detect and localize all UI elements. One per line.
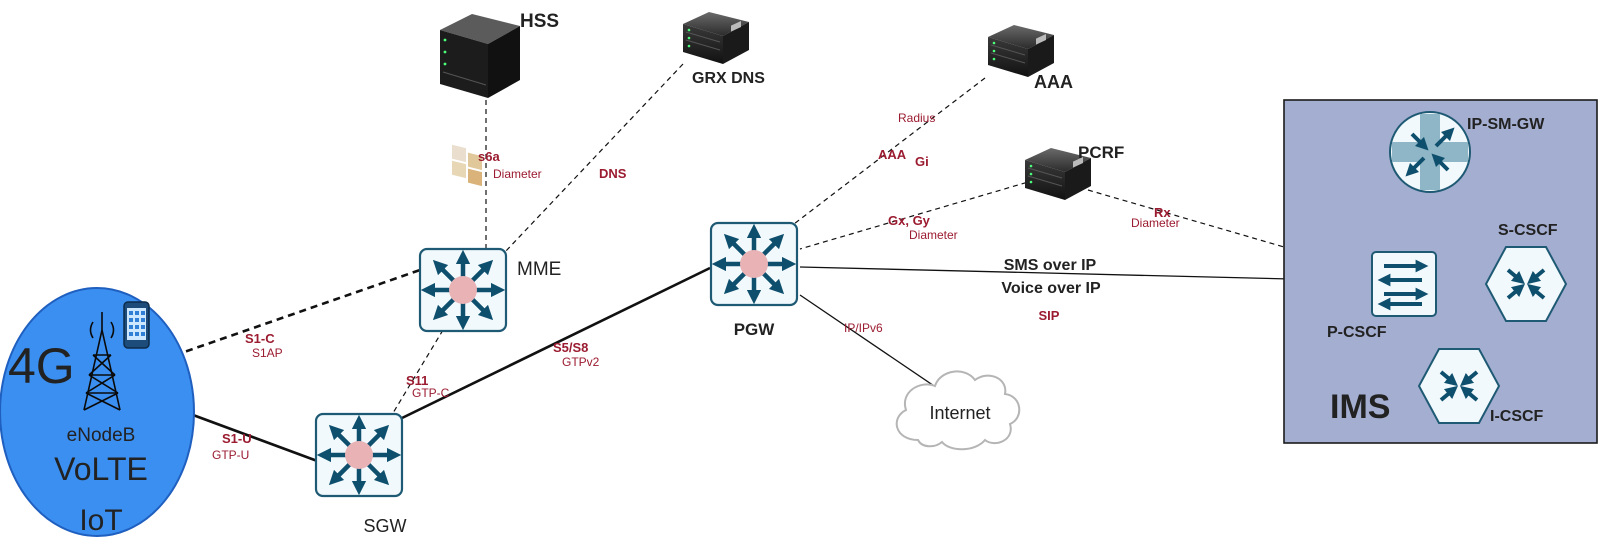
link-s5s8	[401, 266, 711, 420]
aaa-node: AAA	[987, 24, 1073, 92]
iface-radius: Radius	[898, 111, 935, 125]
iface-s1ap: S1AP	[252, 346, 283, 360]
label-pgw: PGW	[734, 320, 776, 339]
sgw-node: SGW	[316, 414, 407, 536]
iface-ip-ipv6: IP/IPv6	[844, 321, 883, 335]
s-cscf-node: S-CSCF	[1486, 222, 1566, 321]
cloud-icon	[895, 370, 1021, 451]
mme-router-icon	[420, 249, 506, 331]
link-dns	[504, 63, 684, 253]
cell-tower-icon	[83, 312, 121, 411]
label-sgw: SGW	[364, 516, 407, 536]
sgw-router-icon	[316, 414, 402, 496]
label-ip-sm-gw: IP-SM-GW	[1467, 116, 1545, 133]
iface-gi: Gi	[915, 154, 929, 169]
ip-sm-gw-icon	[1389, 111, 1471, 193]
hss-node: HSS	[440, 11, 559, 187]
ims-domain: IMS IP-SM-GW S-CSCF	[1283, 99, 1598, 444]
interface-labels: S1-C S1AP S1-U GTP-U S11 GTP-C S5/S8 GTP…	[212, 111, 1180, 462]
hss-server-icon	[440, 14, 520, 187]
p-cscf-switch-icon	[1371, 251, 1437, 317]
label-p-cscf: P-CSCF	[1327, 324, 1387, 341]
label-pcrf: PCRF	[1078, 143, 1124, 162]
access-ellipse	[0, 287, 195, 537]
label-ims: IMS	[1330, 388, 1390, 426]
iface-sip: SIP	[1039, 308, 1060, 323]
iface-gtpv2: GTPv2	[562, 355, 600, 369]
smartphone-icon	[123, 301, 150, 349]
iface-s5s8: S5/S8	[553, 340, 588, 355]
pgw-node: PGW	[711, 223, 797, 339]
label-iot: IoT	[79, 504, 122, 537]
p-cscf-node: P-CSCF	[1327, 251, 1437, 341]
iface-aaa: AAA	[878, 147, 907, 162]
iface-rx-proto: Diameter	[1131, 216, 1180, 230]
link-ip	[799, 294, 944, 393]
label-aaa: AAA	[1034, 72, 1073, 92]
label-enodeb: eNodeB	[67, 425, 136, 446]
grx-dns-node: GRX DNS	[682, 11, 765, 87]
iface-gtpc: GTP-C	[412, 386, 450, 400]
iface-rx: Rx	[1154, 205, 1171, 220]
pcrf-node: PCRF	[1024, 143, 1124, 201]
label-4g: 4G	[8, 338, 75, 394]
label-s-cscf: S-CSCF	[1498, 222, 1558, 239]
label-hss: HSS	[520, 11, 559, 32]
label-grx-dns: GRX DNS	[692, 70, 765, 87]
label-i-cscf: I-CSCF	[1490, 408, 1544, 425]
iface-sms-over-ip: SMS over IP	[1004, 257, 1097, 274]
link-aaa	[789, 77, 986, 228]
label-volte: VoLTE	[54, 451, 148, 487]
iface-s6a: s6a	[478, 149, 500, 164]
aaa-server-icon	[987, 24, 1055, 78]
grx-dns-server-icon	[682, 11, 750, 65]
iface-voice-over-ip: Voice over IP	[1001, 280, 1101, 297]
access-network: 4G eNodeB	[0, 287, 195, 537]
iface-s1c: S1-C	[245, 331, 275, 346]
internet-node: Internet	[895, 370, 1021, 451]
iface-dns: DNS	[599, 166, 627, 181]
label-internet: Internet	[929, 403, 990, 423]
mme-node: MME	[420, 249, 561, 331]
iface-gtpu: GTP-U	[212, 448, 249, 462]
iface-s6a-proto: Diameter	[493, 167, 542, 181]
iface-gxgy: Gx, Gy	[888, 213, 931, 228]
pgw-router-icon	[711, 223, 797, 305]
link-s11	[389, 329, 444, 419]
link-gxgy	[799, 179, 1036, 250]
ip-sm-gw-node: IP-SM-GW	[1389, 111, 1545, 193]
iface-s1u: S1-U	[222, 431, 252, 446]
iface-s11: S11	[406, 373, 428, 388]
i-cscf-node: I-CSCF	[1419, 349, 1544, 425]
label-mme: MME	[517, 259, 561, 280]
iface-gxgy-proto: Diameter	[909, 228, 958, 242]
link-sip	[799, 266, 1373, 282]
